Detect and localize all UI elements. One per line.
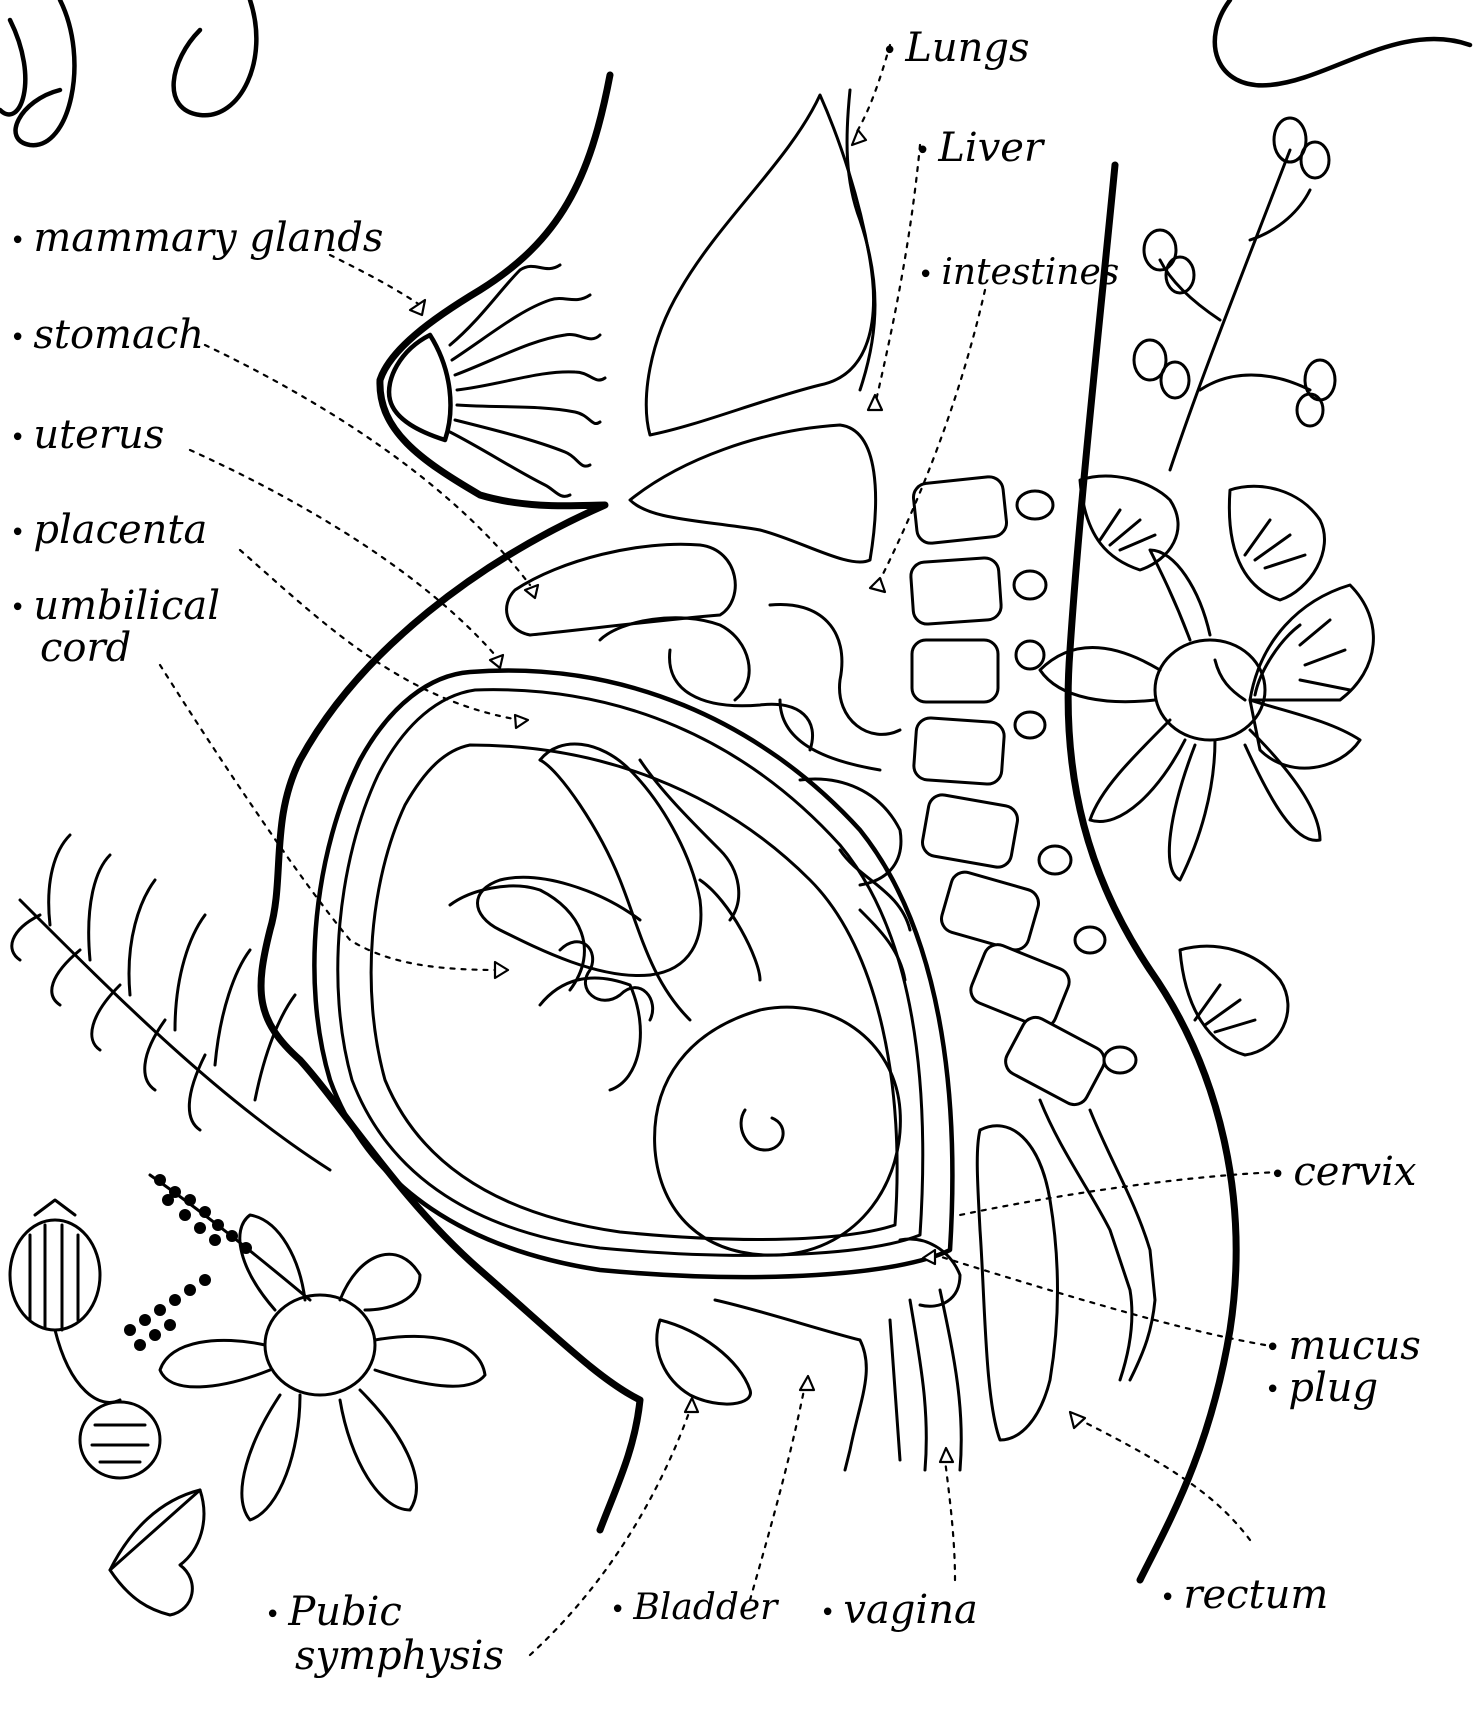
bullet: • [10,423,25,453]
label-bladder: •Bladder [610,1590,777,1626]
bullet: • [1265,1333,1280,1363]
label-vagina: •vagina [820,1590,978,1630]
mammary-ducts [450,265,605,496]
oak-leaf-decoration [110,1490,204,1615]
bullet: • [918,260,933,290]
bullet: • [1270,1160,1285,1190]
bullet: • [10,323,25,353]
butterfly-decoration [1215,585,1373,768]
front-outline [261,75,640,1530]
label-stomach: •stomach [10,315,204,355]
bullet: • [1160,1583,1175,1613]
fetus [450,744,900,1255]
label-lungs: •Lungs [882,28,1030,68]
liver-organ [507,544,736,635]
bullet: • [10,518,25,548]
vagina-canal [890,1290,961,1470]
bullet: • [915,136,930,166]
rectum-organ [977,1126,1057,1440]
pubic-bone [715,1300,866,1470]
poppy-pod-decoration [10,1200,160,1478]
intestines-organ [600,604,910,980]
label-uterus: •uterus [10,415,164,455]
label-placenta: •placenta [10,510,207,550]
bullet: • [10,593,25,623]
label-intestines: •intestines [918,255,1119,291]
bullet: • [10,226,25,256]
uterus-outer-wall [314,670,952,1277]
bullet: • [882,36,897,66]
label-pubic-symphysis: •Pubic symphysis [265,1590,504,1678]
label-mucus-plug: •mucus •plug [1265,1325,1421,1409]
branch-decoration [1134,118,1335,470]
label-cervix: •cervix [1270,1152,1417,1192]
bullet: • [1265,1375,1280,1405]
daisy-flower-bottom-left [160,1215,485,1520]
fern-decoration [12,835,330,1170]
label-rectum: •rectum [1160,1575,1328,1615]
title-script-fragment [0,0,1470,145]
spine [910,475,1155,1380]
lung [646,95,873,435]
back-outline [1068,165,1236,1580]
diaphragm [630,425,876,562]
label-mammary-glands: •mammary glands [10,218,383,258]
bullet: • [610,1595,625,1625]
bladder-organ [657,1320,751,1404]
leader-arrowheads [410,130,1085,1462]
label-liver: •Liver [915,128,1043,168]
seed-spike-decoration [124,1174,310,1351]
label-umbilical-cord: •umbilical cord [10,585,220,669]
bullet: • [265,1600,280,1630]
bullet: • [820,1598,835,1628]
